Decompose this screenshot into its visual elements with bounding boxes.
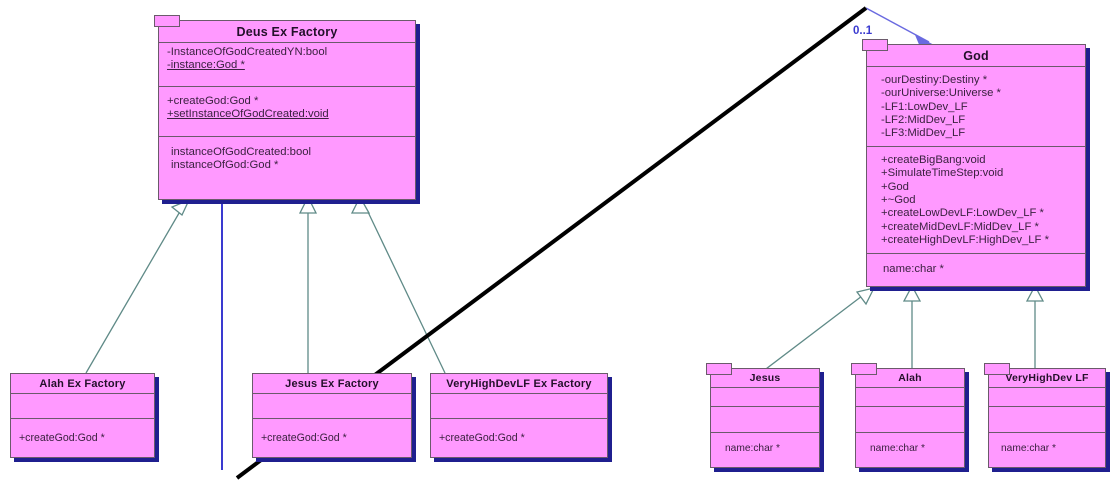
class-veryhighdevlf-ex-factory[interactable]: VeryHighDevLF Ex Factory +createGod:God … bbox=[430, 373, 608, 458]
operations-compartment: +createGod:God * bbox=[431, 419, 607, 457]
compartment-empty-1 bbox=[856, 388, 964, 407]
class-alah-ex-factory[interactable]: Alah Ex Factory +createGod:God * bbox=[10, 373, 155, 458]
class-title-veryhighdev-lf: VeryHighDev LF bbox=[989, 369, 1105, 388]
operation-row: +setInstanceOfGodCreated:void bbox=[167, 108, 329, 121]
extra-row: name:char * bbox=[725, 443, 780, 454]
attribute-row: -ourDestiny:Destiny * bbox=[881, 74, 988, 86]
operation-row: +~God bbox=[881, 193, 916, 206]
compartment-empty-2 bbox=[711, 407, 819, 433]
extra-row: instanceOfGodCreated:bool bbox=[171, 146, 312, 158]
operation-row: +createHighDevLF:HighDev_LF * bbox=[881, 233, 1049, 246]
compartment-empty-2 bbox=[856, 407, 964, 433]
generalization-veryhighdev-lf bbox=[1025, 284, 1045, 372]
attribute-row: -LF1:LowDev_LF bbox=[881, 100, 968, 113]
generalization-alah-ex-factory bbox=[85, 198, 191, 374]
generalization-jesus-ex-factory bbox=[298, 195, 318, 373]
class-alah[interactable]: Alah name:char * bbox=[851, 363, 965, 468]
class-tab-icon bbox=[984, 363, 1010, 375]
association-multiplicity-label: 0..1 bbox=[853, 25, 873, 37]
attribute-row: -InstanceOfGodCreatedYN:bool bbox=[167, 46, 328, 58]
class-title-jesus: Jesus bbox=[711, 369, 819, 388]
class-title-god: God bbox=[867, 45, 1085, 67]
class-tab-icon bbox=[154, 15, 180, 27]
attribute-row: -instance:God * bbox=[167, 59, 245, 72]
attributes-compartment bbox=[253, 394, 411, 419]
compartment-empty-1 bbox=[989, 388, 1105, 407]
extra-row: instanceOfGod:God * bbox=[171, 159, 279, 172]
attributes-compartment: -InstanceOfGodCreatedYN:bool -instance:G… bbox=[159, 43, 415, 87]
class-title-alah-ex-factory: Alah Ex Factory bbox=[11, 374, 154, 394]
operations-compartment: +createGod:God * bbox=[253, 419, 411, 457]
generalization-alah bbox=[902, 284, 922, 372]
extra-compartment: name:char * bbox=[867, 254, 1085, 288]
operation-row: +createBigBang:void bbox=[881, 154, 986, 166]
class-title-jesus-ex-factory: Jesus Ex Factory bbox=[253, 374, 411, 394]
attributes-compartment bbox=[431, 394, 607, 419]
class-jesus-ex-factory[interactable]: Jesus Ex Factory +createGod:God * bbox=[252, 373, 412, 458]
extra-compartment: instanceOfGodCreated:bool instanceOfGod:… bbox=[159, 137, 415, 199]
class-veryhighdev-lf[interactable]: VeryHighDev LF name:char * bbox=[984, 363, 1106, 468]
class-title-deus-ex-factory: Deus Ex Factory bbox=[159, 21, 415, 43]
operations-compartment: +createGod:God * bbox=[11, 419, 154, 457]
class-tab-icon bbox=[706, 363, 732, 375]
extra-compartment: name:char * bbox=[856, 433, 964, 467]
extra-compartment: name:char * bbox=[989, 433, 1105, 467]
operation-row: +SimulateTimeStep:void bbox=[881, 167, 1004, 180]
operation-row: +createGod:God * bbox=[439, 432, 525, 444]
operation-row: +createGod:God * bbox=[19, 432, 105, 444]
attributes-compartment bbox=[11, 394, 154, 419]
extra-row: name:char * bbox=[1001, 443, 1056, 454]
attribute-row: -LF2:MidDev_LF bbox=[881, 113, 966, 126]
generalization-jesus bbox=[761, 287, 876, 373]
operation-row: +createLowDevLF:LowDev_LF * bbox=[881, 207, 1044, 220]
attribute-row: -ourUniverse:Universe * bbox=[881, 87, 1001, 100]
class-tab-icon bbox=[862, 39, 888, 51]
attributes-compartment: -ourDestiny:Destiny * -ourUniverse:Unive… bbox=[867, 67, 1085, 147]
extra-row: name:char * bbox=[883, 263, 944, 275]
attribute-row: -LF3:MidDev_LF bbox=[881, 127, 966, 140]
compartment-empty-1 bbox=[711, 388, 819, 407]
class-title-alah: Alah bbox=[856, 369, 964, 388]
operation-row: +createGod:God * bbox=[261, 432, 347, 444]
operations-compartment: +createBigBang:void +SimulateTimeStep:vo… bbox=[867, 147, 1085, 254]
class-deus-ex-factory[interactable]: Deus Ex Factory -InstanceOfGodCreatedYN:… bbox=[154, 15, 416, 200]
class-title-veryhighdevlf-ex-factory: VeryHighDevLF Ex Factory bbox=[431, 374, 607, 394]
operation-row: +God bbox=[881, 180, 909, 193]
operation-row: +createMidDevLF:MidDev_LF * bbox=[881, 220, 1039, 233]
class-god[interactable]: God -ourDestiny:Destiny * -ourUniverse:U… bbox=[862, 39, 1086, 288]
extra-compartment: name:char * bbox=[711, 433, 819, 467]
extra-row: name:char * bbox=[870, 443, 925, 454]
generalization-veryhighdevlf-ex-factory bbox=[350, 195, 446, 374]
class-jesus[interactable]: Jesus name:char * bbox=[706, 363, 820, 468]
class-tab-icon bbox=[851, 363, 877, 375]
compartment-empty-2 bbox=[989, 407, 1105, 433]
operation-row: +createGod:God * bbox=[167, 95, 259, 107]
operations-compartment: +createGod:God * +setInstanceOfGodCreate… bbox=[159, 87, 415, 137]
